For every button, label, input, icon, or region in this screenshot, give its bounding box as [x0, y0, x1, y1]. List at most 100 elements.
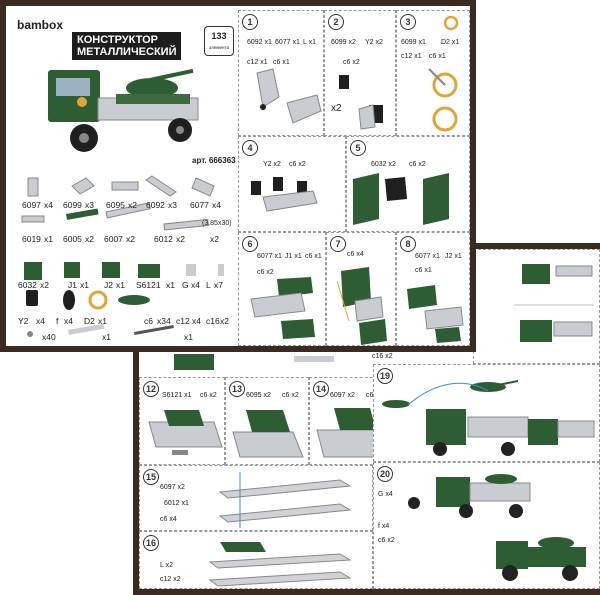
step-label: 6077 x1: [415, 253, 440, 260]
part-code: S6121: [136, 280, 161, 290]
step-illustration: [218, 472, 352, 528]
step-illustration: [353, 173, 449, 225]
part-qty: x34: [157, 316, 171, 326]
step-label: c6 x2: [378, 537, 395, 544]
step-number: 3: [400, 14, 416, 30]
step-panel-5: 5 6032 x2 c6 x2: [346, 136, 470, 232]
badge-word: элемента: [209, 45, 229, 50]
part-qty: x4: [192, 316, 201, 326]
part-code: 6099: [63, 200, 82, 210]
step-panel-12: 12 S6121 x1 c6 x2: [139, 377, 225, 465]
part-code: c16: [206, 316, 220, 326]
step-number: 6: [242, 236, 258, 252]
step-label: J2 x1: [445, 253, 462, 260]
step-illustration: [232, 410, 304, 458]
part-code: 6092: [146, 200, 165, 210]
part-qty: x2: [220, 316, 229, 326]
partial-parts-strip: [174, 354, 334, 370]
part-code: 6032: [18, 280, 37, 290]
step-label: c16 x2: [372, 353, 393, 360]
badge-count: 133: [211, 31, 227, 41]
step-label: c6 x1: [305, 253, 322, 260]
part-qty: x1: [166, 280, 175, 290]
part-code: f: [56, 316, 59, 326]
step-number: 13: [229, 381, 245, 397]
part-code: Y2: [18, 316, 29, 326]
part-code: J1: [68, 280, 77, 290]
step-number: 19: [377, 368, 393, 384]
step-panel-6: 6 6077 x1 J1 x1 c6 x1 c6 x2: [238, 232, 326, 346]
part-code: 6005: [63, 234, 82, 244]
step-label: c6 x2: [289, 161, 306, 168]
part-code: 6012: [154, 234, 173, 244]
part-code: 6095: [106, 200, 125, 210]
step-number: 1: [242, 14, 258, 30]
step-label: L x2: [160, 562, 173, 569]
part-qty: x2: [85, 234, 94, 244]
step-panel-16: 16 L x2 c12 x2: [139, 531, 373, 589]
part-code: D2: [84, 316, 95, 326]
part-code: 6007: [104, 234, 123, 244]
part-qty: x40: [42, 332, 56, 342]
step-label: L x1: [303, 39, 316, 46]
part-code: L: [206, 280, 211, 290]
steering-wheel-illustration: [428, 15, 459, 132]
part-qty: x2: [126, 234, 135, 244]
instruction-sheet-front: bambox КОНСТРУКТОР МЕТАЛЛИЧЕСКИЙ 133 эле…: [0, 0, 476, 352]
truck-frame-illustration: [514, 264, 594, 342]
step-number: 5: [350, 140, 366, 156]
step-label: c6 x2: [409, 161, 426, 168]
article-number: арт. 666363: [192, 156, 236, 165]
step-label: f x4: [378, 523, 390, 530]
step-number: 12: [143, 381, 159, 397]
part-qty: x3: [85, 200, 94, 210]
step-label: J1 x1: [285, 253, 302, 260]
step-panel-19: 19: [373, 364, 600, 462]
step-panel-1: 1 6092 x1 6077 x1 L x1 c12 x1 c6 x1: [238, 10, 324, 136]
title-line: МЕТАЛЛИЧЕСКИЙ: [77, 46, 177, 58]
step-label: c6 x2: [257, 269, 274, 276]
step-illustration: [339, 75, 383, 130]
parts-illustrations: [21, 175, 224, 310]
step-label: 6092 x1: [247, 39, 272, 46]
part-qty: x4: [212, 200, 221, 210]
step-illustration: [208, 542, 352, 587]
step-illustration: [256, 68, 322, 124]
element-count-badge: 133 элемента: [204, 26, 234, 56]
step-label: c12 x1: [401, 53, 422, 60]
step-panel-20: 20 G x4 f x4 c6 x2: [373, 462, 600, 589]
part-qty: x3: [168, 200, 177, 210]
step-multiplier: x2: [331, 103, 342, 114]
part-qty: x2: [128, 200, 137, 210]
step-label: c6 x2: [282, 392, 299, 399]
step-label: c6 x2: [343, 59, 360, 66]
part-qty: x2: [210, 234, 219, 244]
part-qty: x1: [184, 332, 193, 342]
part-qty: x4: [191, 280, 200, 290]
part-qty: x2: [40, 280, 49, 290]
part-qty: x7: [214, 280, 223, 290]
part-code: J2: [104, 280, 113, 290]
step-label: S6121 x1: [162, 392, 192, 399]
step-panel-2: 2 6099 x2 Y2 x2 c6 x2 x2: [324, 10, 396, 136]
step-label: c12 x2: [160, 576, 181, 583]
step-illustration: [407, 285, 464, 343]
step-label: c6 x2: [200, 392, 217, 399]
part-code: 6097: [22, 200, 41, 210]
part-qty: x1: [44, 234, 53, 244]
step-illustration: [251, 177, 318, 212]
step-label: 6095 x2: [246, 392, 271, 399]
step-label: 6032 x2: [371, 161, 396, 168]
step-label: 6077 x1: [275, 39, 300, 46]
step-label: Y2 x2: [365, 39, 383, 46]
step-label: D2 x1: [441, 39, 460, 46]
step-label: 6097 x2: [160, 484, 185, 491]
step-label: 6012 x1: [164, 500, 189, 507]
step-illustration: [148, 410, 223, 455]
step-panel-8: 8 6077 x1 J2 x1 c6 x1: [396, 232, 470, 346]
part-qty: x1: [98, 316, 107, 326]
part-qty: x4: [64, 316, 73, 326]
step-panel-9-11: [473, 249, 600, 364]
truck-final-illustration: [408, 474, 586, 581]
step-label: 6099 x2: [331, 39, 356, 46]
